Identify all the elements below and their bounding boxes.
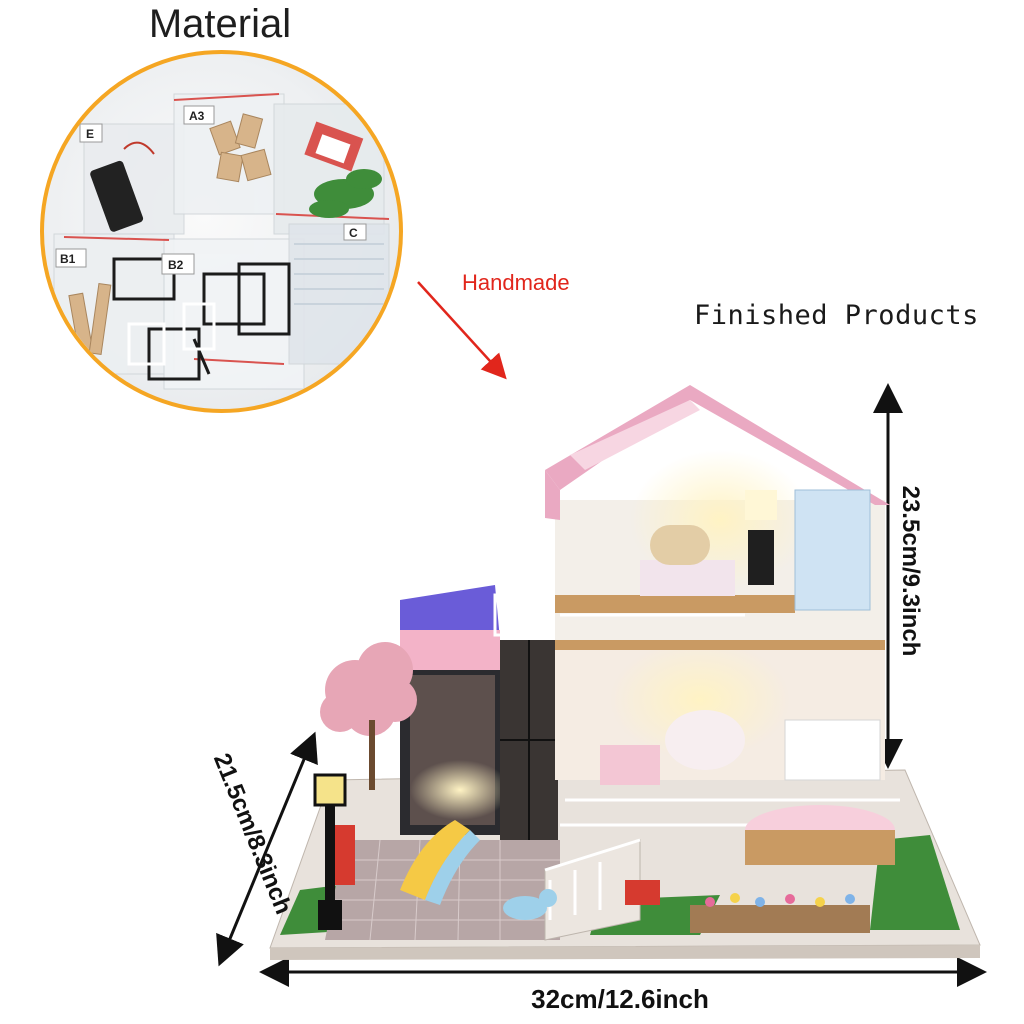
handmade-label: Handmade (462, 270, 570, 295)
width-dimension-label: 32cm/12.6inch (531, 984, 709, 1014)
handmade-arrow (417, 281, 507, 380)
tag-b2: B2 (168, 258, 184, 272)
tag-c: C (349, 226, 358, 240)
material-title: Material (148, 2, 292, 46)
height-dimension-label: 23.5cm/9.3inch (897, 485, 924, 657)
tag-a3: A3 (189, 109, 205, 123)
material-photo: A3 E B1 B2 C (40, 50, 403, 413)
material-bags-illustration: A3 E B1 B2 C (53, 93, 390, 390)
depth-dimension-arrow (216, 731, 318, 967)
finished-products-label: Finished Products (694, 300, 979, 331)
tag-b1: B1 (60, 252, 76, 266)
tag-e: E (86, 127, 94, 141)
